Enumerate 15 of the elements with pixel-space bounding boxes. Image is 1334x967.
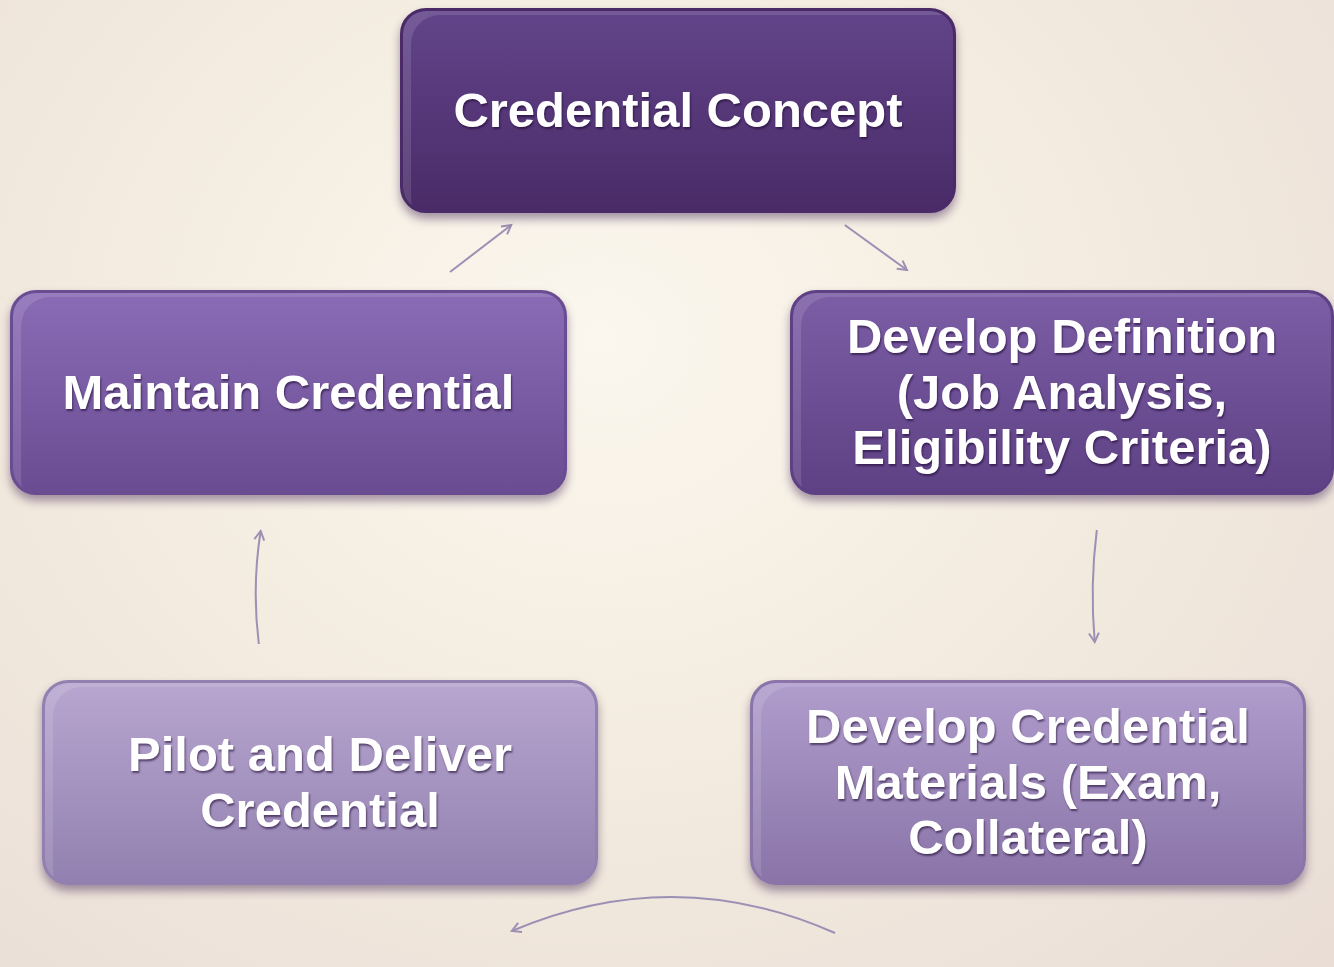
- process-box: [10, 290, 567, 495]
- box-label: Pilot and Deliver Credential: [127, 727, 513, 838]
- process-box: [790, 290, 1334, 495]
- box-label: Develop Credential Materials (Exam, Collateral): [805, 699, 1251, 866]
- process-box: [750, 680, 1306, 885]
- box-label: Maintain Credential: [62, 364, 515, 421]
- arrow: [1088, 529, 1100, 643]
- process-box: [400, 8, 956, 213]
- process-box: [42, 680, 598, 885]
- box-label: Develop Definition (Job Analysis, Eligibility Criteria): [845, 309, 1279, 476]
- arrow: [449, 224, 513, 273]
- arrow: [253, 530, 266, 645]
- arrow: [510, 896, 837, 934]
- arrow: [843, 224, 908, 271]
- box-label: Credential Concept: [453, 82, 903, 139]
